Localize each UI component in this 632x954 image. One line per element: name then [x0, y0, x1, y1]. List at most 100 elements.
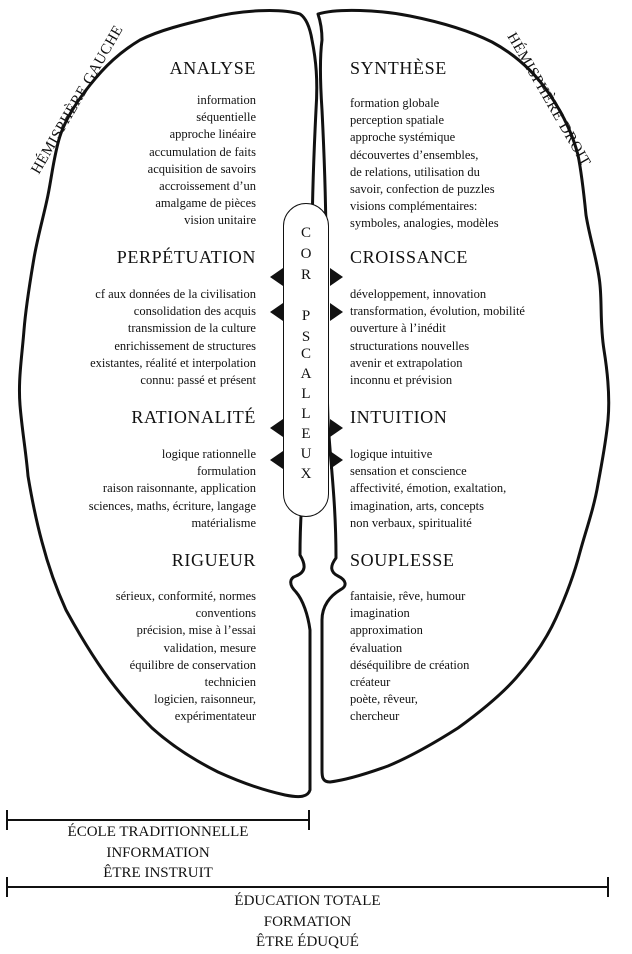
list-item: sensation et conscience [350, 464, 467, 479]
list-item: savoir, confection de puzzles [350, 182, 495, 197]
list-item: non verbaux, spiritualité [350, 515, 472, 530]
section-list-souplesse: fantaisie, rêve, humour imagination appr… [350, 588, 469, 726]
corpus-letter: R [300, 267, 311, 283]
arrow-right-icon [330, 303, 343, 321]
list-item: conventions [195, 606, 256, 621]
list-item: avenir et extrapolation [350, 355, 463, 370]
list-item: imagination [350, 606, 410, 621]
list-item: sciences, maths, écriture, langage [88, 498, 256, 513]
list-item: amalgame de pièces [155, 196, 256, 211]
arrow-left-icon [270, 419, 283, 437]
bracket-tick [6, 810, 8, 830]
list-item: expérimentateur [174, 709, 256, 724]
footer-line: ÊTRE ÉDUQUÉ [256, 934, 359, 950]
list-item: symboles, analogies, modèles [350, 216, 499, 231]
list-item: logique rationnelle [161, 447, 256, 461]
list-item: logicien, raisonneur, [154, 692, 256, 707]
bracket-tick [607, 877, 609, 897]
list-item: développement, innovation [350, 287, 487, 301]
list-item: transformation, évolution, mobilité [350, 304, 525, 319]
total-education-text: ÉDUCATION TOTALE FORMATION ÊTRE ÉDUQUÉ [6, 891, 609, 953]
list-item: structurations nouvelles [350, 338, 470, 353]
section-title-souplesse: SOUPLESSE [350, 550, 455, 570]
list-item: évaluation [350, 640, 403, 655]
arrow-right-icon [330, 268, 343, 286]
section-title-perpetuation: PERPÉTUATION [116, 247, 256, 267]
arrow-right-icon [330, 419, 343, 437]
list-item: enrichissement de structures [114, 338, 256, 353]
section-list-croissance: développement, innovation transformation… [350, 286, 525, 389]
list-item: créateur [350, 675, 391, 690]
list-item: consolidation des acquis [133, 304, 256, 319]
footer-line: ÊTRE INSTRUIT [103, 865, 213, 881]
list-item: séquentielle [196, 110, 256, 125]
list-item: cf aux données de la civilisation [95, 287, 256, 301]
list-item: logique intuitive [350, 447, 433, 461]
section-list-synthese: formation globale perception spatiale ap… [350, 95, 499, 233]
list-item: accumulation de faits [149, 144, 256, 159]
total-education-bracket [6, 877, 609, 897]
list-item: de relations, utilisation du [350, 164, 480, 179]
list-item: affectivité, émotion, exaltation, [350, 481, 507, 496]
list-item: fantaisie, rêve, humour [350, 589, 466, 603]
corpus-letter: O [300, 246, 312, 262]
corpus-callosum-box: C O R P S C A L L E U X [283, 203, 329, 517]
corpus-letter: X [300, 466, 312, 482]
list-item: approximation [350, 623, 423, 638]
list-item: déséquilibre de création [350, 657, 470, 672]
section-list-rigueur: sérieux, conformité, normes conventions … [116, 588, 256, 726]
arrow-left-icon [270, 451, 283, 469]
bracket-tick [6, 877, 8, 897]
arrow-left-icon [270, 303, 283, 321]
arrow-right-icon [330, 451, 343, 469]
list-item: vision unitaire [184, 213, 256, 228]
list-item: ouverture à l’inédit [350, 321, 446, 336]
list-item: raison raisonnante, application [102, 481, 256, 496]
section-title-analyse: ANALYSE [169, 58, 256, 78]
list-item: existantes, réalité et interpolation [90, 355, 256, 370]
corpus-letter: L [301, 406, 311, 422]
list-item: validation, mesure [163, 640, 256, 655]
list-item: transmission de la culture [127, 321, 256, 336]
arrow-left-icon [270, 268, 283, 286]
section-list-intuition: logique intuitive sensation et conscienc… [350, 446, 506, 532]
list-item: équilibre de conservation [129, 657, 256, 672]
section-list-perpetuation: cf aux données de la civilisation consol… [90, 286, 256, 389]
footer-line: INFORMATION [106, 844, 210, 861]
list-item: chercheur [350, 709, 400, 724]
corpus-letter: A [300, 366, 312, 382]
list-item: formulation [196, 464, 256, 479]
bracket-tick [308, 810, 310, 830]
list-item: perception spatiale [350, 113, 445, 128]
list-item: information [196, 93, 256, 107]
list-item: approche linéaire [169, 127, 256, 142]
section-title-synthese: SYNTHÈSE [350, 58, 447, 78]
traditional-bracket [6, 810, 310, 830]
footer-line: ÉDUCATION TOTALE [234, 893, 381, 909]
list-item: poète, rêveur, [350, 692, 418, 707]
section-title-rationalite: RATIONALITÉ [131, 407, 256, 427]
footer-line: ÉCOLE TRADITIONNELLE [67, 824, 249, 840]
list-item: sérieux, conformité, normes [115, 589, 256, 603]
corpus-letter: U [300, 446, 312, 462]
list-item: matérialisme [191, 515, 256, 530]
list-item: connu: passé et présent [140, 373, 256, 388]
list-item: accroissement d’un [159, 179, 256, 194]
corpus-letter: C [300, 225, 311, 241]
corpus-letter: S [301, 329, 311, 345]
section-title-intuition: INTUITION [350, 407, 448, 427]
section-list-rationalite: logique rationnelle formulation raison r… [89, 446, 256, 532]
section-list-analyse: information séquentielle approche linéai… [148, 92, 256, 230]
corpus-letter: L [301, 386, 311, 402]
corpus-letter: C [300, 346, 311, 362]
list-item: formation globale [350, 96, 440, 110]
list-item: précision, mise à l’essai [136, 623, 256, 638]
list-item: visions complémentaires: [350, 199, 478, 214]
footer-line: FORMATION [263, 913, 352, 930]
list-item: découvertes d’ensembles, [350, 147, 479, 162]
corpus-letter: P [301, 308, 311, 324]
list-item: imagination, arts, concepts [350, 498, 484, 513]
traditional-school-text: ÉCOLE TRADITIONNELLE INFORMATION ÊTRE IN… [6, 822, 310, 884]
list-item: acquisition de savoirs [147, 161, 256, 176]
list-item: approche systémique [350, 130, 456, 145]
